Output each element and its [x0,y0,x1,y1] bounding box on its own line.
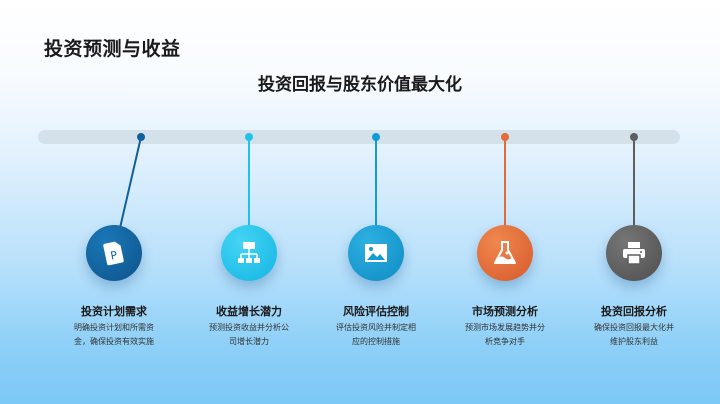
step-icon-circle-5 [606,225,662,281]
step-icon-circle-4 [477,225,533,281]
slide-subtitle: 投资回报与股东价值最大化 [258,75,462,95]
step-icon-circle-3 [348,225,404,281]
step-icon-circle-1: P [86,225,142,281]
step-label-5: 投资回报分析 [601,305,667,318]
step-desc-3: 评估投资风险并制定相应的控制措施 [336,323,416,346]
connector-line-3 [375,137,377,229]
connector-line-5 [633,137,635,229]
step-desc-5: 确保投资回报最大化并维护股东利益 [594,323,674,346]
printer-icon [623,242,645,265]
step-label-2: 收益增长潜力 [216,305,282,318]
connector-line-1 [118,136,142,231]
connector-line-2 [248,137,250,229]
document-p-icon: P [103,241,124,266]
svg-text:P: P [109,248,119,262]
step-desc-2: 预测投资收益并分析公司增长潜力 [209,323,289,346]
step-desc-1: 明确投资计划和所需资金，确保投资有效实施 [74,323,154,346]
slide-title: 投资预测与收益 [44,38,181,60]
step-icon-circle-2 [221,225,277,281]
hierarchy-icon [238,242,260,263]
flask-icon [494,241,516,264]
step-label-4: 市场预测分析 [472,305,538,318]
step-label-1: 投资计划需求 [81,305,147,318]
timeline-track [38,130,680,144]
connector-line-4 [504,137,506,229]
step-label-3: 风险评估控制 [343,305,409,318]
image-icon [365,244,387,262]
step-desc-4: 预测市场发展趋势并分析竞争对手 [465,323,545,346]
